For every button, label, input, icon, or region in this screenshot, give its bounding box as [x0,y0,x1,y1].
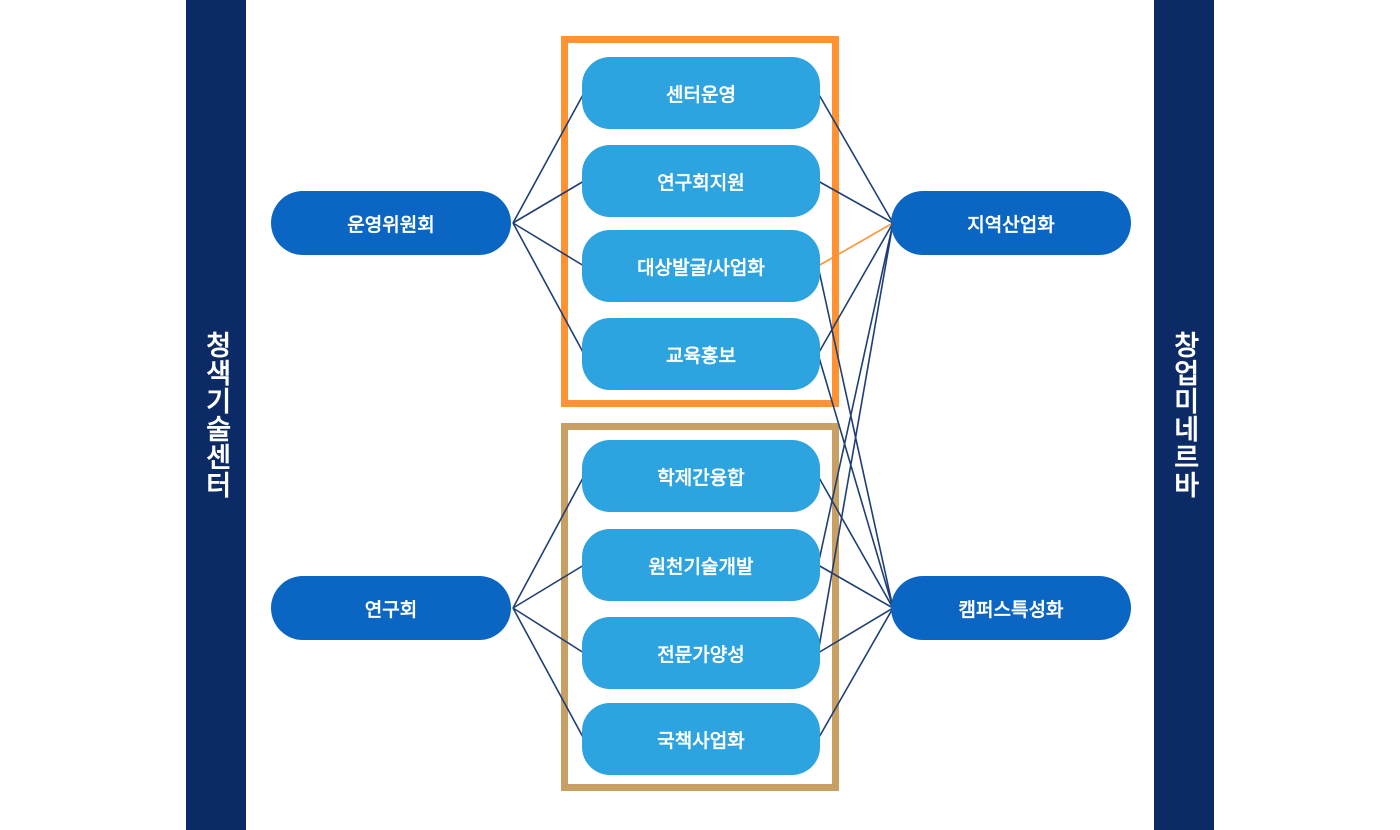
sub-node-core-technology-development[interactable]: 원천기술개발 [582,529,820,601]
sub-node-expert-training-label: 전문가양성 [657,644,745,666]
side-bar-left: 청색기술센터 [186,0,246,830]
sub-node-research-support[interactable]: 연구회지원 [582,145,820,217]
sub-node-target-discovery-commercialization-label: 대상발굴/사업화 [637,257,765,279]
sub-node-interdisciplinary-convergence[interactable]: 학제간융합 [582,440,820,512]
side-bar-right-label: 창업미네르바 [1169,331,1200,499]
sub-node-education-promotion-label: 교육홍보 [666,345,736,367]
sub-node-national-project-commercialization-label: 국책사업화 [657,730,745,752]
sub-node-center-operation[interactable]: 센터운영 [582,57,820,129]
sub-node-national-project-commercialization[interactable]: 국책사업화 [582,703,820,775]
sub-node-research-support-label: 연구회지원 [657,172,745,194]
node-regional-industrialization[interactable]: 지역산업화 [891,191,1131,255]
node-steering-committee[interactable]: 운영위원회 [271,191,511,255]
sub-node-core-technology-development-label: 원천기술개발 [648,556,754,578]
node-campus-specialization-label: 캠퍼스특성화 [958,599,1064,621]
node-steering-committee-label: 운영위원회 [347,214,435,236]
sub-node-target-discovery-commercialization[interactable]: 대상발굴/사업화 [582,230,820,302]
sub-node-interdisciplinary-convergence-label: 학제간융합 [657,467,745,489]
side-bar-right: 창업미네르바 [1154,0,1214,830]
sub-node-center-operation-label: 센터운영 [666,84,736,106]
sub-node-expert-training[interactable]: 전문가양성 [582,617,820,689]
node-research-society-label: 연구회 [364,599,418,621]
sub-node-education-promotion[interactable]: 교육홍보 [582,318,820,390]
side-bar-left-label: 청색기술센터 [201,331,232,499]
node-research-society[interactable]: 연구회 [271,576,511,640]
node-campus-specialization[interactable]: 캠퍼스특성화 [891,576,1131,640]
node-regional-industrialization-label: 지역산업화 [967,214,1055,236]
